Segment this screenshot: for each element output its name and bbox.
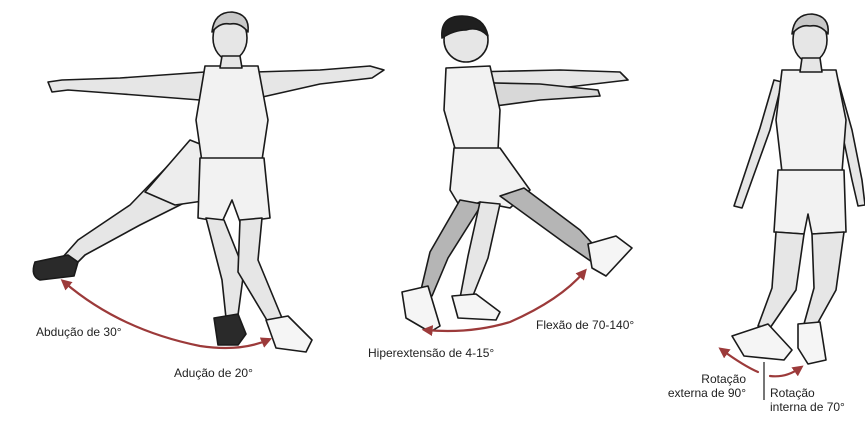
shorts bbox=[774, 170, 846, 234]
torso-tank bbox=[196, 66, 268, 162]
right-leg bbox=[804, 232, 844, 326]
label-flexion: Flexão de 70-140° bbox=[536, 318, 634, 332]
label-internal-line1: Rotação bbox=[770, 386, 845, 400]
torso-tank bbox=[444, 66, 500, 152]
right-leg bbox=[238, 218, 282, 322]
label-abduction: Abdução de 30° bbox=[36, 325, 122, 339]
arrow-internal-rotation bbox=[770, 368, 800, 376]
left-arm bbox=[48, 72, 205, 100]
torso-tank bbox=[776, 70, 846, 172]
figure-abduction-adduction bbox=[33, 12, 384, 352]
label-adduction: Adução de 20° bbox=[174, 366, 253, 380]
shorts bbox=[198, 158, 270, 222]
front-shoe bbox=[588, 236, 632, 276]
left-leg bbox=[758, 232, 804, 328]
figure-flexion bbox=[402, 16, 632, 332]
neck bbox=[800, 58, 822, 72]
abducted-foot bbox=[33, 255, 78, 280]
label-external-rotation: Rotação externa de 90° bbox=[648, 372, 746, 400]
left-shoe bbox=[732, 324, 792, 360]
label-internal-line2: interna de 70° bbox=[770, 400, 845, 414]
standing-shoe bbox=[452, 294, 500, 320]
left-arm bbox=[734, 80, 782, 208]
back-shoe bbox=[402, 286, 440, 332]
figure-rotation bbox=[732, 14, 865, 364]
right-shoe bbox=[266, 316, 312, 352]
right-shoe bbox=[798, 322, 826, 364]
right-arm bbox=[255, 66, 384, 98]
label-internal-rotation: Rotação interna de 70° bbox=[770, 386, 845, 414]
front-leg bbox=[500, 188, 602, 262]
label-hyperextension: Hiperextensão de 4-15° bbox=[368, 346, 494, 360]
label-external-line1: Rotação bbox=[648, 372, 746, 386]
left-shoe bbox=[214, 314, 246, 345]
neck bbox=[220, 56, 242, 68]
label-external-line2: externa de 90° bbox=[648, 386, 746, 400]
